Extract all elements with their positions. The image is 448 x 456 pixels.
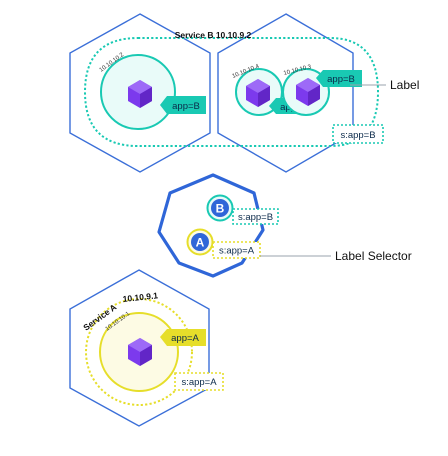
service-a-selector: s:app=A xyxy=(174,372,224,391)
replicaset-a-badge: A xyxy=(186,228,214,256)
controller-selector-a-text: s:app=A xyxy=(219,246,255,257)
container-cube-icon xyxy=(296,78,320,106)
controller-selector-a: s:app=A xyxy=(212,241,261,259)
label-tag-b-left-text: app=B xyxy=(172,101,200,112)
service-a-group: Service A 10.10.9.1 10.10.10.1 app=A s:a… xyxy=(69,269,224,427)
replicaset-a-badge-letter: A xyxy=(196,236,205,250)
label-tag-b-left: app=B xyxy=(160,96,206,114)
label-selector-callout-text: Label Selector xyxy=(335,249,412,263)
label-tag-b-right: app=B xyxy=(316,70,362,87)
service-b-group: Service B 10.10.9.2 10.10.10.2 app=B 10.… xyxy=(69,13,419,173)
replicaset-b-badge-letter: B xyxy=(216,202,225,216)
controller-heptagon xyxy=(157,173,265,278)
controller-group: B s:app=B A s:app=A Label Selector xyxy=(157,173,412,278)
container-cube-icon xyxy=(128,338,152,366)
replicaset-b-badge: B xyxy=(206,194,234,222)
label-tag-a-text: app=A xyxy=(171,333,199,344)
service-a-selector-text: s:app=A xyxy=(181,377,217,388)
service-a-title-ip: 10.10.9.1 xyxy=(122,290,159,304)
container-cube-icon xyxy=(246,79,270,107)
controller-selector-b-text: s:app=B xyxy=(238,212,273,223)
label-callout-text: Label xyxy=(390,78,419,92)
service-a-boundary xyxy=(85,298,193,406)
service-b-title: Service B 10.10.9.2 xyxy=(175,30,252,40)
label-tag-a: app=A xyxy=(160,329,206,346)
controller-selector-b: s:app=B xyxy=(232,208,279,225)
service-b-boundary xyxy=(83,37,380,147)
container-cube-icon xyxy=(128,80,152,108)
service-b-selector: s:app=B xyxy=(332,124,384,144)
label-tag-b-right-text: app=B xyxy=(327,74,355,85)
service-b-selector-text: s:app=B xyxy=(340,130,375,141)
